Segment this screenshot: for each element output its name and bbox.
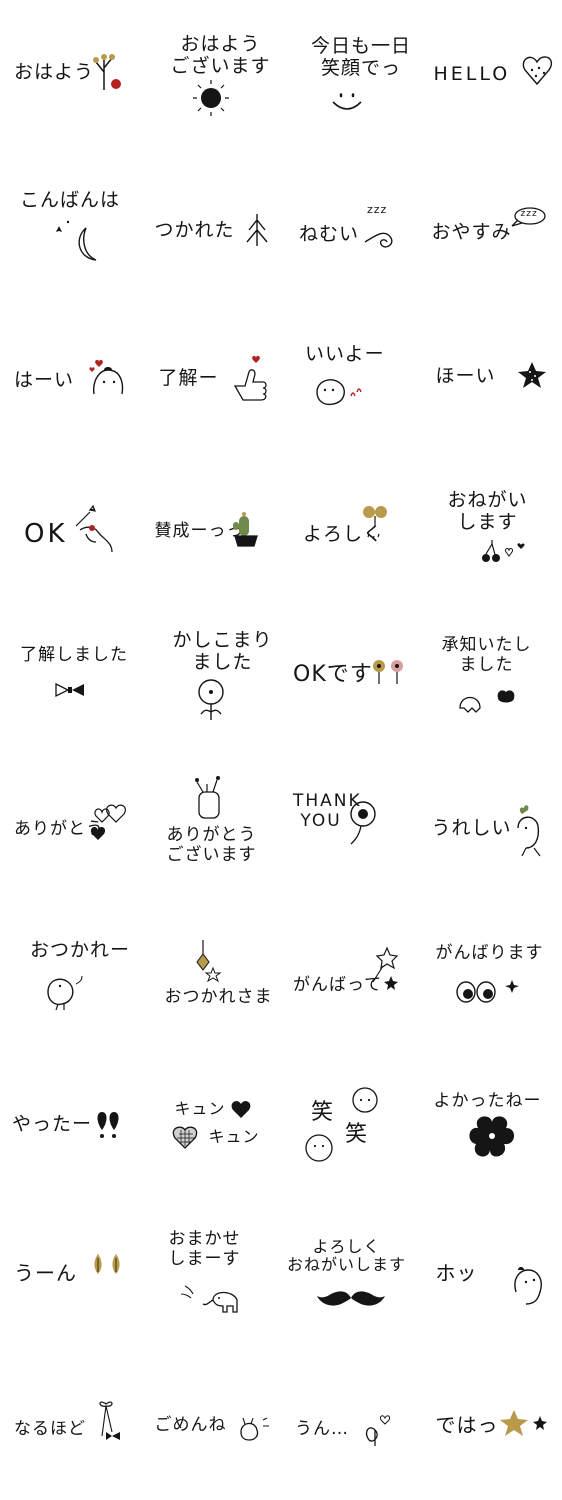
sticker-text: おつかれー	[30, 939, 131, 961]
sticker-text: うれしい	[431, 817, 512, 839]
sticker-text: OK	[24, 519, 68, 549]
sticker-omakase[interactable]: おまかせ しまーす	[141, 1200, 282, 1350]
sticker-nemui[interactable]: ねむい zzz	[281, 150, 422, 300]
sticker-text: はーい	[14, 369, 75, 391]
sticker-text: いいよー	[305, 343, 385, 365]
sticker-text: 賛成ーっっ	[154, 521, 245, 541]
sticker-ureshii[interactable]: うれしい	[422, 750, 562, 900]
sticker-text: ありがとう	[14, 819, 104, 839]
sticker-text: ごめんね	[154, 1415, 227, 1435]
sticker-text: おはよう ございます	[170, 33, 271, 77]
sticker-text: がんばって	[293, 975, 383, 995]
moon-icon	[56, 220, 97, 261]
sticker-text: ほーい	[435, 365, 496, 387]
sticker-warai[interactable]: 笑 笑	[281, 1050, 422, 1200]
sticker-text: うーん	[14, 1261, 77, 1285]
sticker-otsukare[interactable]: おつかれー	[0, 900, 141, 1050]
sticker-haai[interactable]: はーい	[0, 300, 141, 450]
sticker-text: がんばります	[435, 943, 544, 963]
hearts-icon	[172, 1101, 250, 1149]
sticker-text: ではっ	[435, 1413, 499, 1437]
sticker-text: おはよう	[14, 61, 95, 83]
sticker-yoroshiku-onegaishimasu[interactable]: よろしく おねがいします	[281, 1200, 422, 1350]
sticker-text: OKです	[293, 662, 373, 687]
sticker-text-2: キュン	[208, 1127, 260, 1146]
ok-hand-icon	[75, 504, 113, 553]
sticker-text: おまかせ しまーす	[168, 1229, 241, 1269]
hanging-lantern-icon	[195, 940, 221, 983]
bow-tie-icon	[55, 682, 84, 698]
sticker-text: おつかれさま	[164, 987, 273, 1007]
sticker-text: よろしく	[303, 523, 384, 545]
sticker-shouchi-itashimashita[interactable]: 承知いたし ました	[422, 600, 562, 750]
sticker-text: よろしく おねがいします	[287, 1237, 407, 1275]
blob-face-icon	[316, 379, 362, 406]
sticker-text: こんばんは	[20, 189, 121, 211]
sticker-tsukareta[interactable]: つかれた	[141, 150, 282, 300]
mustache-icon	[317, 1291, 385, 1306]
sticker-kyun-kyun[interactable]: キュン キュン	[141, 1050, 282, 1200]
sticker-uun[interactable]: うーん	[0, 1200, 141, 1350]
sticker-text: やったー	[12, 1113, 93, 1135]
sticker-konbanwa[interactable]: こんばんは	[0, 150, 141, 300]
sticker-otsukaresama[interactable]: おつかれさま	[141, 900, 282, 1050]
sticker-text-1: キュン	[174, 1099, 226, 1118]
sticker-text: なるほど	[14, 1419, 86, 1439]
sticker-oyasumi[interactable]: おやすみ zzz	[422, 150, 562, 300]
sticker-kyou-mo-ichinichi[interactable]: 今日も一日 笑顔でっ	[281, 0, 422, 150]
sticker-ohayou-gozaimasu[interactable]: おはよう ございます	[141, 0, 282, 150]
sticker-hooi[interactable]: ほーい	[422, 300, 562, 450]
sticker-text: つかれた	[154, 219, 235, 241]
sticker-iiyo[interactable]: いいよー	[281, 300, 422, 450]
sticker-ohayou[interactable]: おはよう	[0, 0, 141, 150]
black-flower-icon	[468, 1116, 514, 1157]
sticker-text: よかったねー	[433, 1091, 542, 1111]
sticker-text: 了解ー	[158, 367, 219, 389]
sticker-text: ホッ	[435, 1261, 478, 1285]
sticker-ryoukai-shimashita[interactable]: 了解しました	[0, 600, 141, 750]
sticker-text: おやすみ	[431, 221, 512, 243]
sticker-onegaishimasu[interactable]: おねがい します	[422, 450, 562, 600]
sticker-ganbatte[interactable]: がんばって	[281, 900, 422, 1050]
sticker-yattaa[interactable]: やったー	[0, 1050, 141, 1200]
sticker-hoh[interactable]: ホッ	[422, 1200, 562, 1350]
zzz-text: zzz	[367, 203, 388, 216]
sticker-text: THANK YOU	[293, 791, 362, 831]
sticker-ryoukai[interactable]: 了解ー	[141, 300, 282, 450]
elephant-icon	[180, 1285, 238, 1313]
sticker-text: ねむい	[299, 223, 360, 245]
sticker-yoroshiku[interactable]: よろしく	[281, 450, 422, 600]
sticker-text: ありがとう ございます	[166, 825, 257, 865]
zzz-text: zzz	[520, 209, 538, 219]
bird-icon	[47, 975, 83, 1011]
sticker-ok[interactable]: OK	[0, 450, 141, 600]
sticker-kashikomarimashita[interactable]: かしこまり ました	[141, 600, 282, 750]
sticker-text: うん…	[295, 1419, 349, 1439]
sticker-text: 了解しました	[20, 645, 128, 665]
sticker-text: 今日も一日 笑顔でっ	[311, 35, 412, 79]
sticker-text: HELLO	[433, 63, 511, 85]
sticker-dewa[interactable]: ではっ	[422, 1350, 562, 1500]
sticker-ok-desu[interactable]: OKです	[281, 600, 422, 750]
sticker-arigatou[interactable]: ありがとう	[0, 750, 141, 900]
sticker-text-1: 笑	[311, 1100, 335, 1125]
sticker-hello[interactable]: HELLO	[422, 0, 562, 150]
sticker-yokattane[interactable]: よかったねー	[422, 1050, 562, 1200]
sticker-sansei[interactable]: 賛成ーっっ	[141, 450, 282, 600]
sticker-thank-you[interactable]: THANK YOU	[281, 750, 422, 900]
eyes-icon	[455, 980, 519, 1003]
sticker-arigatou-gozaimasu[interactable]: ありがとう ございます	[141, 750, 282, 900]
sticker-text: かしこまり ました	[172, 629, 273, 673]
sticker-text: おねがい します	[447, 489, 528, 533]
sticker-text: 承知いたし ました	[441, 635, 532, 675]
flower-outline-icon	[197, 679, 224, 720]
sticker-naruhodo[interactable]: なるほど	[0, 1350, 141, 1500]
sticker-gomenne[interactable]: ごめんね	[141, 1350, 282, 1500]
sticker-text-2: 笑	[345, 1122, 369, 1147]
sticker-un[interactable]: うん…	[281, 1350, 422, 1500]
sticker-ganbarimasu[interactable]: がんばります	[422, 900, 562, 1050]
